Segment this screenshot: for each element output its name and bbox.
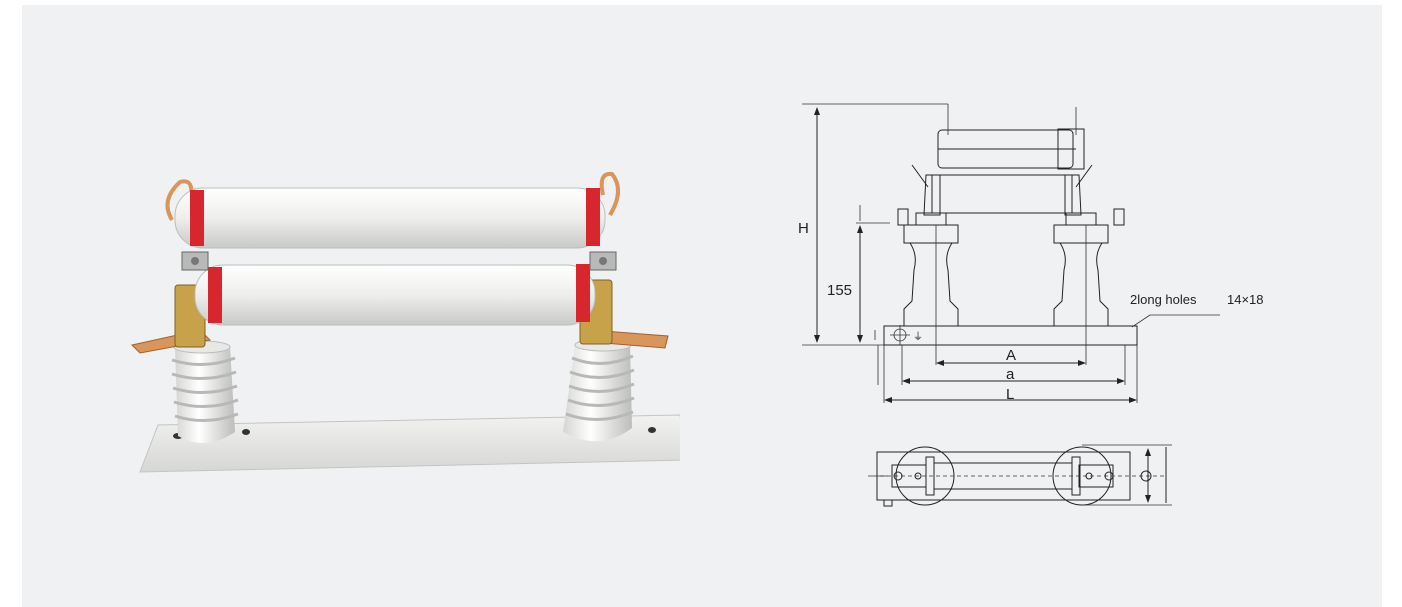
svg-text:⏚: ⏚ [913,331,923,343]
hole-note-label: 2long holes [1130,292,1197,307]
right-insulator [563,338,635,442]
dimension-drawing: H 155 ⏚ [798,103,1264,507]
base-height-label: 155 [827,282,852,299]
left-insulator [171,340,239,444]
dim-a-label: a [1006,366,1015,383]
upper-fuse-tube [174,187,606,249]
fuse-product-photo [131,171,680,473]
dim-L-label: L [1006,386,1014,403]
contact-clips [181,251,617,271]
front-view: H 155 ⏚ [798,103,1264,403]
hole-size-label: 14×18 [1227,292,1264,307]
lower-fuse-tube [194,264,596,326]
dim-A-label: A [1006,347,1016,364]
height-label: H [798,220,809,237]
top-view [868,444,1172,507]
